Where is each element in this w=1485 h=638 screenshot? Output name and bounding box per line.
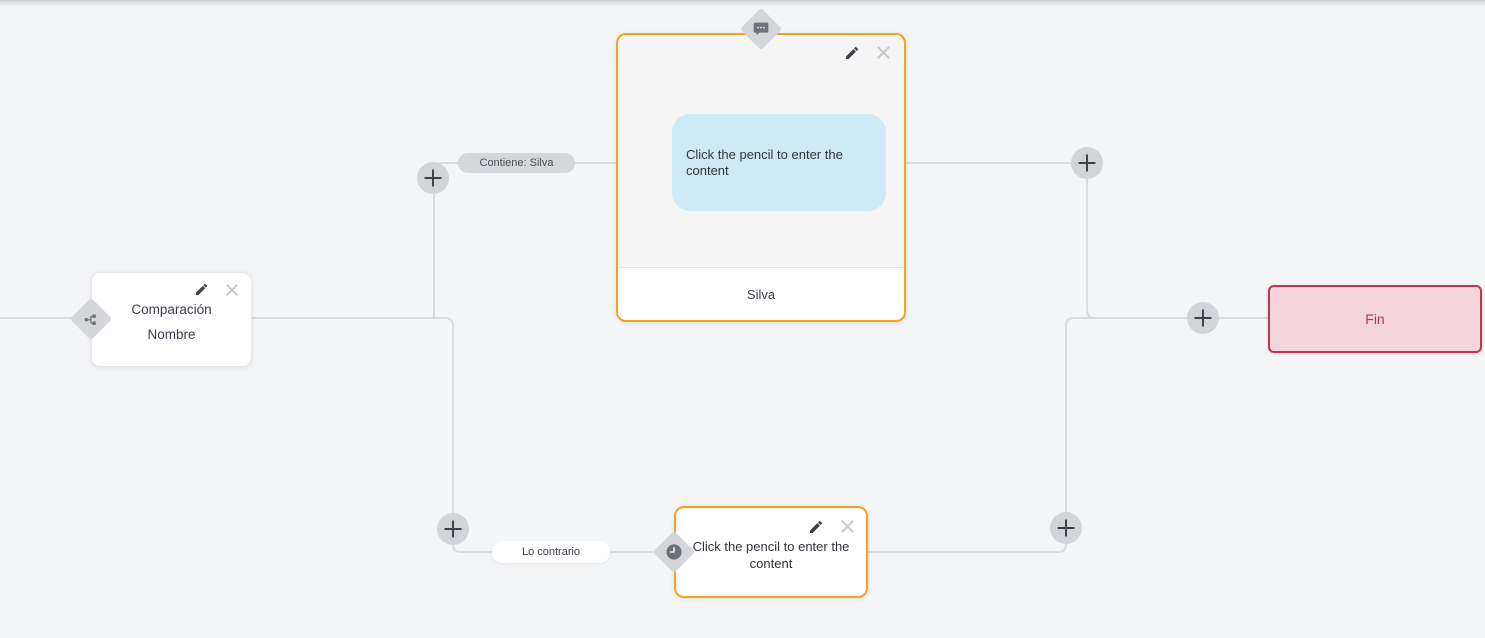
pencil-icon: [194, 282, 209, 300]
branch-label-otherwise[interactable]: Lo contrario: [492, 541, 610, 563]
branch-icon: [84, 312, 99, 327]
message-node[interactable]: Click the pencil to enter the content Si…: [616, 33, 906, 322]
comparison-title: Comparación: [131, 302, 212, 317]
add-block-button-top-left[interactable]: [417, 162, 449, 194]
add-block-button-bottom-right[interactable]: [1050, 512, 1082, 544]
comparison-node[interactable]: Comparación Nombre: [91, 272, 252, 367]
comparison-subtitle: Nombre: [147, 327, 196, 342]
clock-icon: [665, 543, 683, 561]
wire-comparison-to-fallback: [252, 317, 654, 553]
close-icon: [840, 519, 855, 537]
chat-bubble-icon: [753, 22, 769, 36]
message-node-handle[interactable]: [739, 7, 783, 51]
wire-branch-up-to-message: [433, 162, 616, 318]
end-node-label: Fin: [1365, 311, 1385, 327]
edit-fallback-button[interactable]: [807, 519, 825, 537]
wire-fallback-to-end: [868, 317, 1110, 553]
pencil-icon: [844, 45, 860, 64]
branch-label-match[interactable]: Contiene: Silva: [458, 153, 575, 173]
add-block-button-top-right[interactable]: [1071, 147, 1103, 179]
top-shadow: [0, 0, 1485, 7]
close-icon: [876, 45, 891, 63]
message-placeholder-text: Click the pencil to enter the content: [686, 146, 843, 178]
comparison-node-handle[interactable]: [69, 297, 113, 341]
fallback-node[interactable]: Click the pencil to enter the content: [674, 506, 868, 598]
edit-message-button[interactable]: [843, 45, 861, 63]
end-node[interactable]: Fin: [1268, 285, 1482, 353]
delete-fallback-button[interactable]: [838, 519, 856, 537]
delete-comparison-button[interactable]: [223, 282, 241, 300]
wire-message-to-end: [906, 162, 1268, 319]
add-block-button-bottom-left[interactable]: [437, 513, 469, 545]
edit-comparison-button[interactable]: [192, 282, 210, 300]
add-block-button-before-end[interactable]: [1187, 302, 1219, 334]
fallback-placeholder-text: Click the pencil to enter the content: [692, 539, 850, 571]
delete-message-button[interactable]: [874, 45, 892, 63]
close-icon: [225, 283, 239, 300]
fallback-node-handle[interactable]: [652, 530, 696, 574]
pencil-icon: [808, 519, 824, 538]
message-preview-bubble: Click the pencil to enter the content: [672, 114, 886, 211]
message-node-name: Silva: [746, 286, 776, 302]
message-node-footer: Silva: [618, 267, 904, 320]
